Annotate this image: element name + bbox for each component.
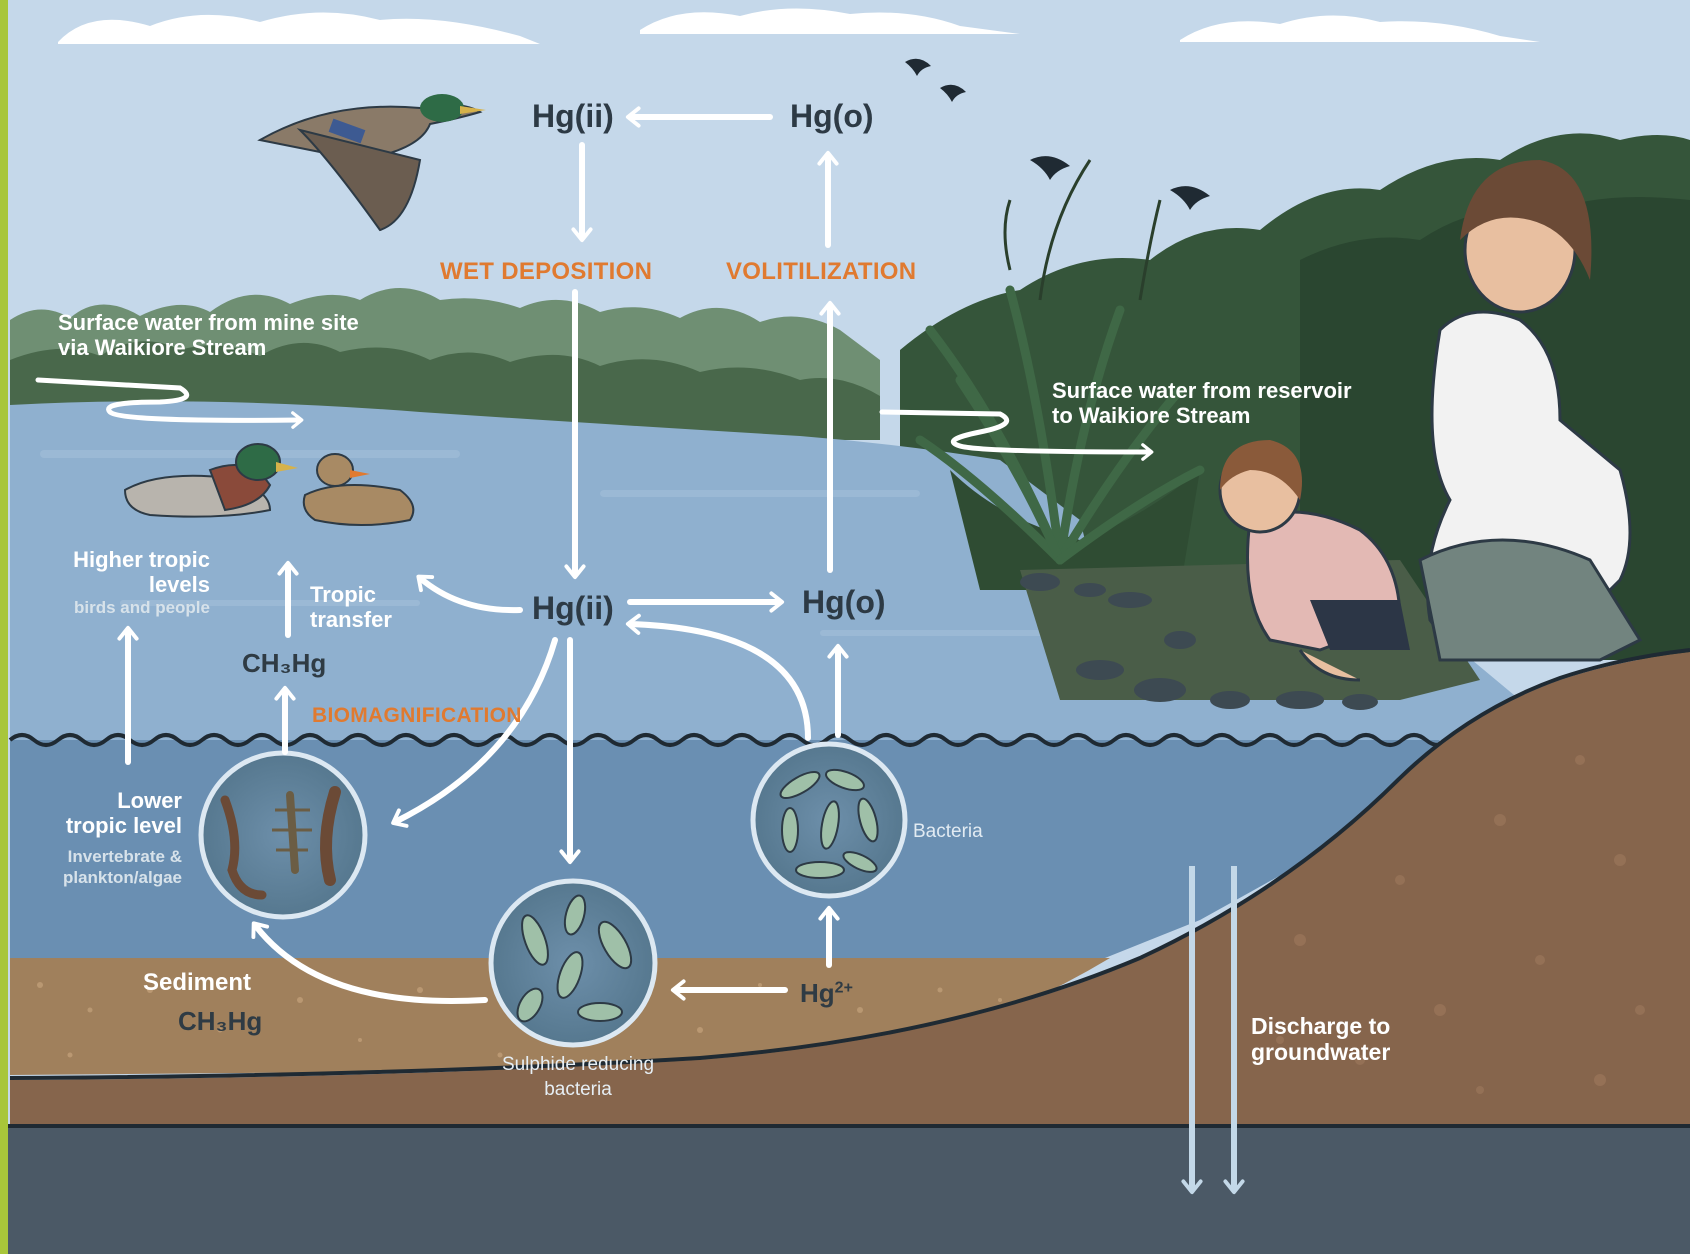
sulphide-bacteria-label: Sulphide reducing bacteria <box>478 1052 678 1102</box>
lower-tropic-label: Lower tropic level Invertebrate & plankt… <box>30 788 182 888</box>
hg-o-atmosphere: Hg(o) <box>790 98 874 135</box>
higher-tropic-label: Higher tropic levels birds and people <box>40 547 210 618</box>
tropic-transfer-label: Tropic transfer <box>310 582 392 632</box>
reservoir-water-line2: to Waikiore Stream <box>1052 403 1352 428</box>
invertebrate-circle <box>201 753 365 917</box>
groundwater-line2: groundwater <box>1251 1039 1390 1065</box>
sediment-label: Sediment <box>143 970 251 995</box>
ch3hg-sediment-label: CH₃Hg <box>178 1006 262 1037</box>
tropic-transfer-line1: Tropic <box>310 582 392 607</box>
groundwater-line1: Discharge to <box>1251 1013 1390 1039</box>
tropic-transfer-line2: transfer <box>310 607 392 632</box>
wet-deposition-label: WET DEPOSITION <box>440 258 652 286</box>
reservoir-water-line1: Surface water from reservoir <box>1052 378 1352 403</box>
hg-o-water: Hg(o) <box>802 584 886 621</box>
lower-tropic-line1: Lower <box>30 788 182 813</box>
lower-tropic-sub-line2: plankton/algae <box>30 867 182 888</box>
biomagnification-label: BIOMAGNIFICATION <box>312 704 522 728</box>
bacteria-circle <box>753 744 905 896</box>
bacteria-label: Bacteria <box>913 821 983 843</box>
hg-ii-water: Hg(ii) <box>532 590 614 627</box>
hg2-base: Hg <box>800 978 835 1008</box>
ch3hg-water-label: CH₃Hg <box>242 648 326 679</box>
mine-water-line1: Surface water from mine site <box>58 310 359 335</box>
lower-tropic-line2: tropic level <box>30 813 182 838</box>
groundwater-label: Discharge to groundwater <box>1251 1013 1390 1065</box>
sulphide-bacteria-line2: bacteria <box>478 1077 678 1102</box>
mine-water-label: Surface water from mine site via Waikior… <box>58 310 359 360</box>
lower-tropic-sub-line1: Invertebrate & <box>30 846 182 867</box>
bedrock <box>0 1126 1690 1254</box>
frame-accent <box>0 0 8 1254</box>
volitilization-label: VOLITILIZATION <box>726 258 916 286</box>
higher-tropic-sub: birds and people <box>40 597 210 618</box>
hg2-superscript: 2+ <box>835 979 853 996</box>
hg2-label: Hg2+ <box>800 978 853 1009</box>
higher-tropic-line1: Higher tropic <box>40 547 210 572</box>
reservoir-water-label: Surface water from reservoir to Waikiore… <box>1052 378 1352 428</box>
hg-ii-atmosphere: Hg(ii) <box>532 98 614 135</box>
sulphide-bacteria-circle <box>491 881 655 1045</box>
higher-tropic-line2: levels <box>40 572 210 597</box>
sulphide-bacteria-line1: Sulphide reducing <box>478 1052 678 1077</box>
mine-water-line2: via Waikiore Stream <box>58 335 359 360</box>
